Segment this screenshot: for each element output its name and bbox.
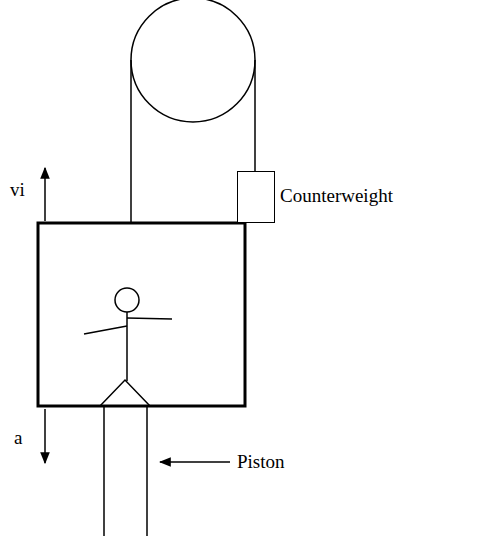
part-label: Counterweight (280, 186, 393, 207)
person-figure (84, 288, 172, 381)
piston-rod (146, 406, 148, 536)
quantity-label: Piston (237, 452, 285, 473)
piston-rod (103, 406, 105, 536)
acceleration-arrow (44, 409, 46, 463)
piston-head (100, 380, 150, 406)
elevator-car (38, 223, 245, 406)
cable (130, 60, 132, 223)
velocity-arrow (44, 168, 46, 221)
quantity-label: a (14, 428, 22, 449)
pulley (131, 0, 255, 122)
quantity-label: vi (10, 180, 25, 201)
cable (254, 60, 256, 172)
leader-arrow (160, 461, 230, 463)
counterweight-box: Counterweight (237, 171, 275, 223)
